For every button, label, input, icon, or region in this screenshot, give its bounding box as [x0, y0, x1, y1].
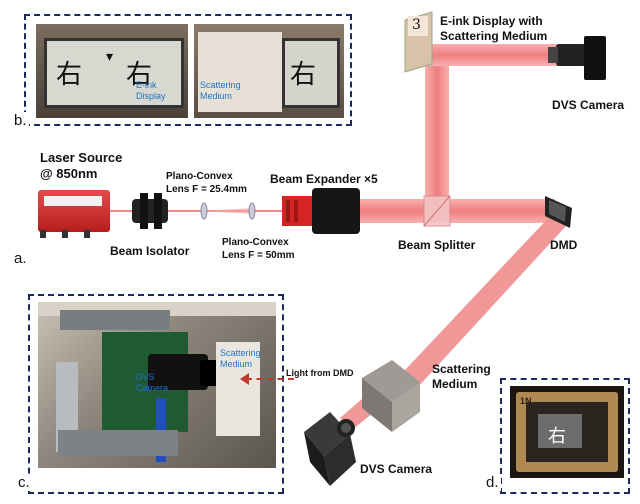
panel-d-frame — [500, 378, 630, 494]
eink-photo-label-line2: Display — [136, 91, 166, 101]
photo-scattering-label-line2: Medium — [220, 359, 253, 369]
expanded-beam-diagonal — [390, 214, 566, 400]
arrow-head-icon — [240, 373, 249, 385]
eink-scattering-label-line1: E-ink Display with — [440, 14, 543, 28]
dmd-device — [545, 196, 572, 228]
expanded-beam-top — [410, 44, 560, 66]
lab-setup-photo: DVS Camera Scattering Medium — [38, 302, 276, 468]
eink-photo-label-line1: E-ink — [136, 80, 157, 90]
light-from-dmd-arrow — [246, 378, 294, 380]
scattering-medium-photo: 右 Scattering Medium — [194, 24, 344, 118]
beam-expander-device — [282, 188, 360, 234]
eink-scattering-mount — [404, 11, 433, 73]
lens2-label-line2: Lens F = 50mm — [222, 250, 295, 261]
panel-d-letter: d. — [484, 474, 501, 491]
panel-c-frame — [28, 294, 284, 494]
beam-isolator-label: Beam Isolator — [110, 244, 190, 258]
dmd-label: DMD — [550, 238, 578, 252]
scattering-medium-block — [362, 360, 420, 432]
beam-isolator-device — [132, 193, 168, 229]
dvs-camera-bottom-label: DVS Camera — [360, 462, 433, 476]
dvs-camera-top-device — [548, 36, 606, 80]
laser-source-label-line2: @ 850nm — [40, 166, 98, 181]
beam-expander-label: Beam Expander ×5 — [270, 172, 378, 186]
panel-c-letter: c. — [16, 474, 32, 491]
scattering-photo-label-line1: Scattering — [200, 80, 241, 90]
mount-digit: 3 — [412, 17, 421, 33]
panel-b-letter: b. — [12, 112, 29, 129]
eink-scattering-label-line2: Scattering Medium — [440, 29, 548, 43]
photo-dvs-label-line1: DVS — [136, 372, 155, 382]
chip-marking: 1N — [520, 396, 532, 406]
laser-source-label-line1: Laser Source — [40, 150, 123, 165]
beam-splitter-cube — [423, 195, 451, 227]
photo-scattering-label-line1: Scattering — [220, 348, 261, 358]
panel-b-frame — [24, 14, 352, 126]
dvs-camera-bottom-device — [304, 412, 356, 486]
dmd-chip-photo: 右 1N — [510, 386, 624, 478]
dvs-camera-top-label: DVS Camera — [552, 98, 625, 112]
eink-display-photo: 右 ▾ 右 E-ink Display — [36, 24, 188, 118]
lens2-label-line1: Plano-Convex — [222, 237, 289, 248]
scattering-medium-label-line2: Medium — [432, 377, 478, 391]
beam-splitter-label: Beam Splitter — [398, 238, 476, 252]
scattering-photo-label-line2: Medium — [200, 91, 233, 101]
photo-dvs-label-line2: Camera — [136, 383, 169, 393]
light-from-dmd-label: Light from DMD — [286, 368, 354, 378]
lens1-label-line2: Lens F = 25.4mm — [166, 184, 247, 195]
expanded-beam-up — [425, 48, 449, 206]
laser-source-device — [38, 190, 110, 238]
scattering-medium-label-line1: Scattering — [432, 362, 491, 376]
plano-convex-lens-2 — [248, 202, 256, 220]
lens1-label-line1: Plano-Convex — [166, 171, 233, 182]
plano-convex-lens-1 — [200, 202, 208, 220]
expanded-beam-main — [355, 199, 555, 223]
panel-a-letter: a. — [12, 250, 29, 267]
